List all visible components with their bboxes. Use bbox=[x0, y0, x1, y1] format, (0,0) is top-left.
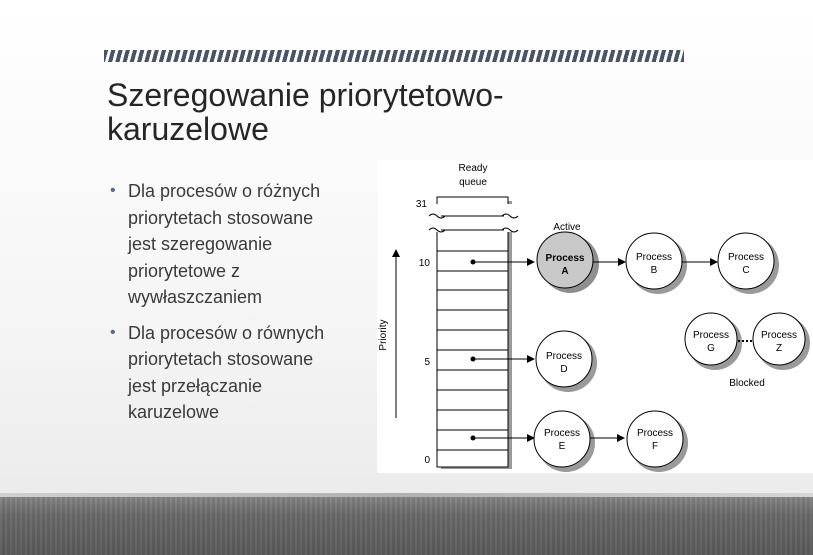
slide-title: Szeregowanie priorytetowo- karuzelowe bbox=[107, 78, 627, 146]
bullet-dot-icon: • bbox=[110, 323, 116, 341]
process-g-node: Process G bbox=[684, 312, 742, 370]
bullet-dot-icon: • bbox=[110, 182, 116, 199]
level-label-0: 0 bbox=[424, 455, 430, 466]
process-d-letter: D bbox=[560, 364, 567, 375]
ready-queue bbox=[436, 196, 509, 468]
title-line-1: Szeregowanie priorytetowo- bbox=[107, 77, 504, 113]
process-e-node: Process E bbox=[533, 410, 595, 472]
bullet-2-line-1: Dla procesów o równych bbox=[128, 322, 325, 343]
bullet-item-1: • Dla procesów o różnych priorytetach st… bbox=[108, 178, 370, 311]
process-a-letter: A bbox=[561, 266, 568, 277]
bullet-list: • Dla procesów o różnych priorytetach st… bbox=[108, 178, 370, 435]
floor-background bbox=[0, 493, 813, 555]
process-z-word: Process bbox=[761, 330, 797, 341]
bullet-2-line-3: jest przełączanie bbox=[128, 375, 263, 396]
process-e-letter: E bbox=[559, 441, 566, 452]
bullet-1-line-4: priorytetowe z bbox=[128, 260, 241, 281]
queue-slot-dividers bbox=[437, 215, 508, 451]
decorative-stripe bbox=[104, 50, 684, 62]
bullet-1-line-5: wywłaszczaniem bbox=[128, 287, 263, 307]
process-c-word: Process bbox=[728, 252, 764, 263]
level-label-5: 5 bbox=[424, 357, 430, 368]
process-f-letter: F bbox=[652, 441, 658, 452]
queue-break-marks bbox=[428, 204, 519, 233]
process-d-node: Process D bbox=[535, 330, 597, 392]
process-d-word: Process bbox=[546, 351, 582, 362]
process-c-node: Process C bbox=[717, 232, 779, 294]
process-c-letter: C bbox=[742, 265, 749, 276]
bullet-1-line-3: jest szeregowanie bbox=[128, 234, 273, 254]
level-label-31: 31 bbox=[416, 199, 428, 210]
bullet-2-line-2: priorytetach stosowane bbox=[128, 349, 314, 369]
process-g-letter: G bbox=[707, 343, 715, 354]
diagram-svg: Ready queue bbox=[378, 163, 810, 472]
bullet-1-line-1: Dla procesów o różnych bbox=[128, 181, 321, 201]
process-b-word: Process bbox=[636, 252, 672, 263]
queue-label-line-1: Ready bbox=[459, 163, 488, 174]
process-a-node: Process A bbox=[536, 231, 599, 293]
process-e-word: Process bbox=[544, 428, 580, 439]
blocked-label: Blocked bbox=[729, 378, 765, 389]
active-label: Active bbox=[553, 222, 581, 233]
process-g-word: Process bbox=[693, 330, 729, 341]
bullet-1-line-2: priorytetach stosowane bbox=[128, 207, 314, 228]
process-f-node: Process F bbox=[626, 410, 688, 472]
process-f-word: Process bbox=[637, 428, 673, 439]
process-b-letter: B bbox=[651, 265, 658, 276]
priority-axis-label: Priority bbox=[378, 319, 389, 350]
level-label-10: 10 bbox=[419, 258, 431, 269]
process-z-letter: Z bbox=[776, 343, 782, 354]
priority-queue-diagram: Ready queue bbox=[377, 160, 813, 473]
title-line-2: karuzelowe bbox=[107, 111, 269, 147]
queue-pointers bbox=[470, 258, 535, 442]
process-z-node: Process Z bbox=[752, 312, 810, 370]
bullet-2-line-4: karuzelowe bbox=[128, 402, 220, 422]
process-a-word: Process bbox=[546, 253, 585, 264]
floor-texture bbox=[0, 497, 813, 555]
queue-label-line-2: queue bbox=[459, 177, 487, 188]
bullet-item-2: • Dla procesów o równych priorytetach st… bbox=[108, 320, 370, 426]
process-b-node: Process B bbox=[625, 232, 687, 294]
